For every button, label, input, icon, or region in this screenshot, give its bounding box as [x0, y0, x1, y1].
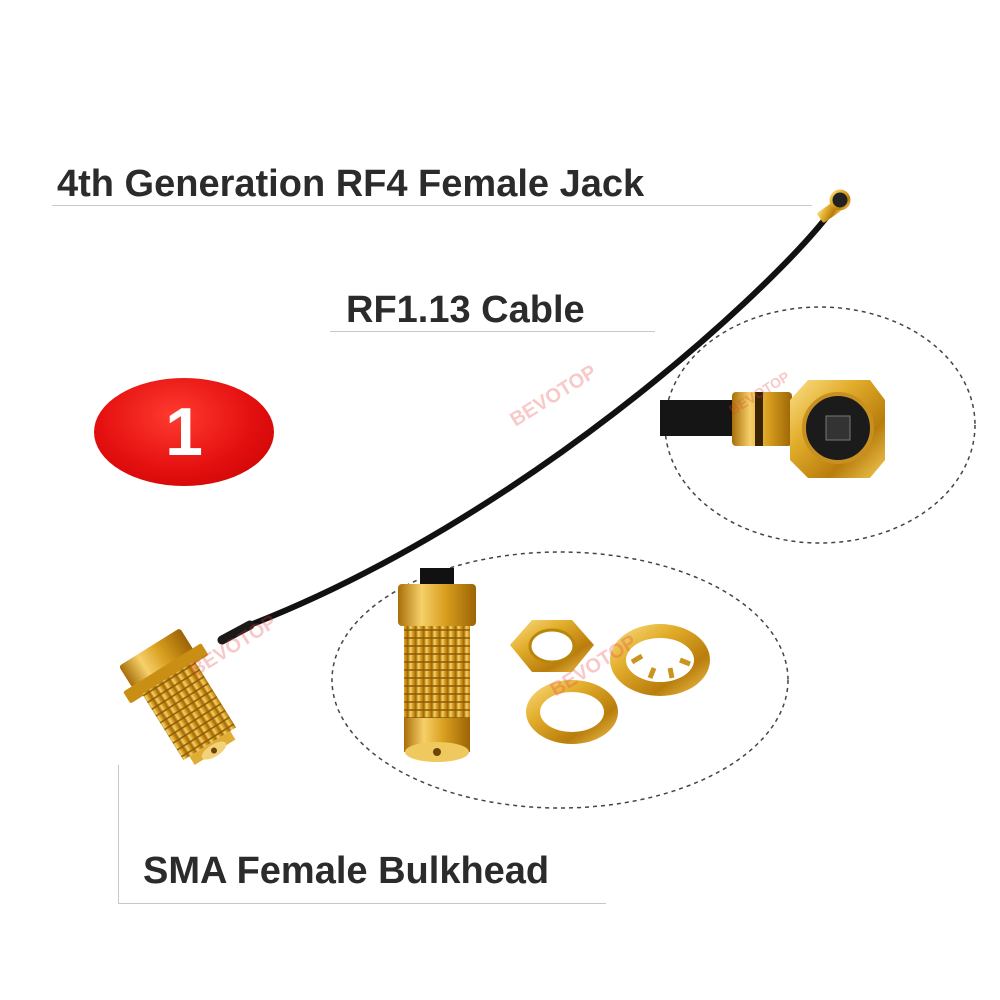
badge-number: 1 — [165, 394, 203, 470]
label-underline-sma — [118, 903, 606, 904]
rf4-closeup-frame — [664, 306, 976, 544]
rf4-closeup — [660, 380, 885, 478]
cable-label: RF1.13 Cable — [346, 289, 585, 331]
rf4-jack-small — [817, 189, 851, 223]
label-underline-cable — [330, 331, 655, 332]
sma-bulkhead-label: SMA Female Bulkhead — [143, 850, 550, 892]
label-leader-sma — [118, 765, 119, 903]
sma-parts-frame — [331, 551, 789, 809]
number-badge: 1 — [94, 378, 274, 486]
label-underline-top — [52, 205, 812, 206]
rf-cable — [247, 215, 829, 628]
rf4-jack-label: 4th Generation RF4 Female Jack — [57, 163, 645, 205]
sma-connector — [119, 629, 237, 765]
sma-parts — [398, 568, 710, 762]
